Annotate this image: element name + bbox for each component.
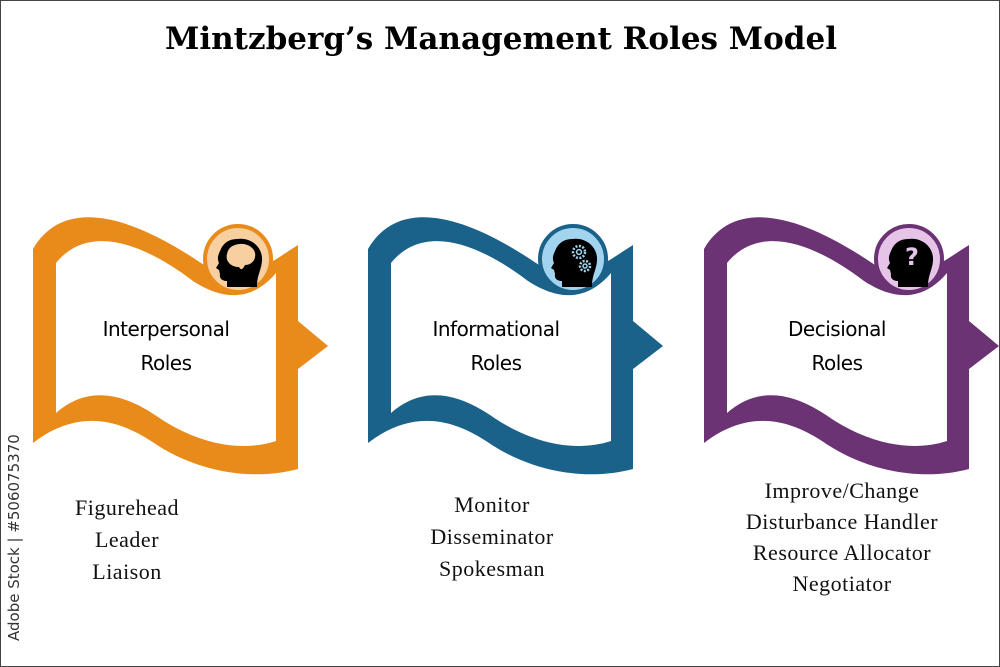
label-line: Roles xyxy=(470,351,522,375)
panel-label-informational: Informational Roles xyxy=(396,312,596,380)
list-item: Monitor xyxy=(454,492,530,517)
list-item: Spokesman xyxy=(439,556,545,581)
interpersonal-roles-list: Figurehead Leader Liaison xyxy=(27,492,227,588)
label-line: Roles xyxy=(140,351,192,375)
list-item: Improve/Change xyxy=(764,478,920,503)
head-question-icon: ? xyxy=(887,238,934,287)
label-line: Interpersonal xyxy=(102,317,230,341)
informational-roles-list: Monitor Disseminator Spokesman xyxy=(392,489,592,585)
list-item: Disseminator xyxy=(430,524,554,549)
head-gears-icon xyxy=(551,238,598,287)
panel-label-interpersonal: Interpersonal Roles xyxy=(66,312,266,380)
svg-text:?: ? xyxy=(905,243,919,271)
list-item: Resource Allocator xyxy=(752,540,932,565)
decisional-roles-list: Improve/Change Disturbance Handler Resou… xyxy=(717,475,967,599)
ribbon-panel xyxy=(33,217,328,475)
panel-label-decisional: Decisional Roles xyxy=(737,312,937,380)
watermark: Adobe Stock | #506075370 xyxy=(5,434,23,641)
label-line: Decisional xyxy=(788,317,886,341)
ribbon-panel: ? xyxy=(704,217,999,475)
head-brain-icon xyxy=(216,238,263,287)
label-line: Roles xyxy=(811,351,863,375)
list-item: Liaison xyxy=(92,559,162,584)
ribbon-panel xyxy=(368,217,663,475)
list-item: Disturbance Handler xyxy=(745,509,939,534)
label-line: Informational xyxy=(432,317,560,341)
list-item: Figurehead xyxy=(75,495,179,520)
page-title: Mintzberg’s Management Roles Model xyxy=(165,21,837,57)
list-item: Leader xyxy=(94,527,160,552)
list-item: Negotiator xyxy=(792,571,892,596)
